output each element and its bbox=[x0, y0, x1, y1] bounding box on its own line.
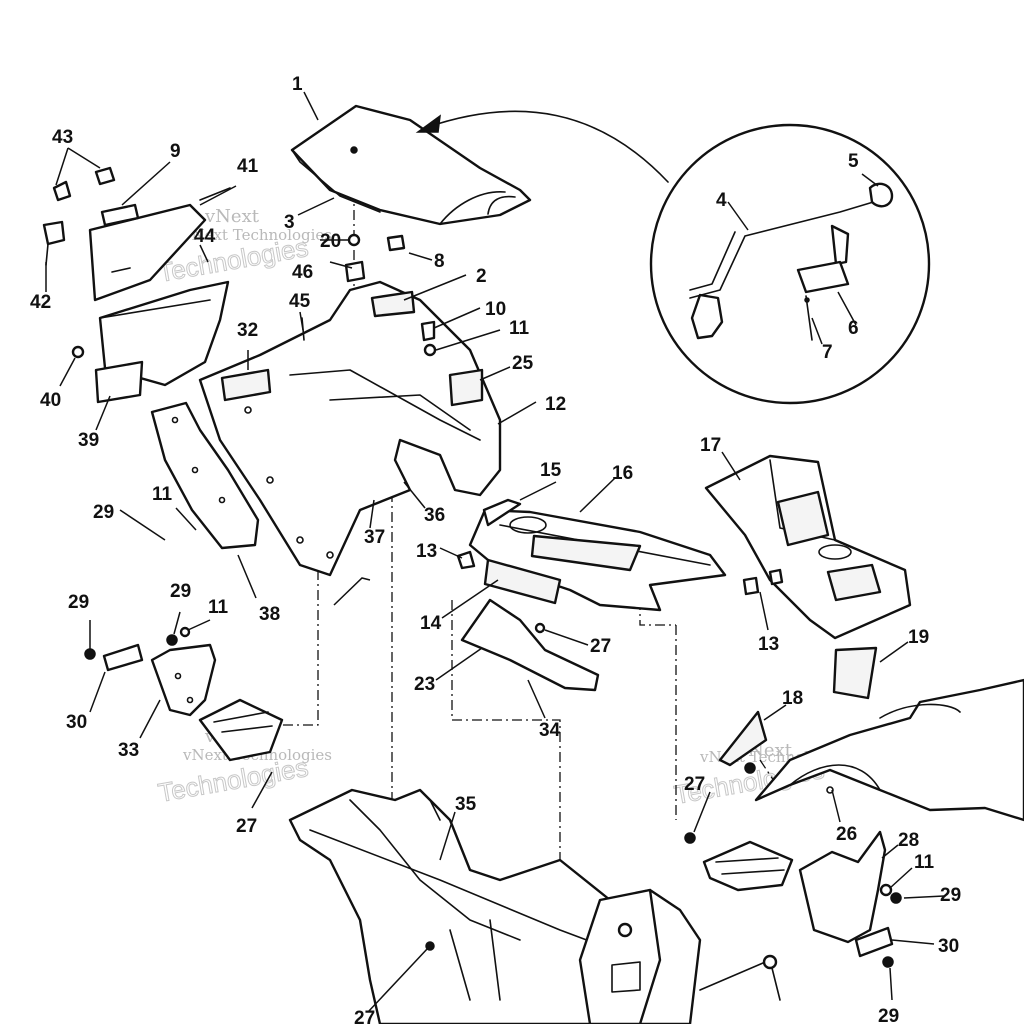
callout-20: 20 bbox=[320, 231, 341, 252]
callout-27-left-footrest: 27 bbox=[236, 816, 257, 837]
callout-12: 12 bbox=[545, 394, 566, 415]
callout-45: 45 bbox=[289, 291, 311, 312]
front-body bbox=[456, 498, 727, 692]
small-fasteners-left bbox=[42, 166, 231, 359]
seat-fasteners bbox=[301, 233, 437, 357]
callout-11-seat: 11 bbox=[509, 318, 530, 339]
callout-3: 3 bbox=[284, 212, 295, 233]
callout-9: 9 bbox=[170, 141, 181, 162]
callout-4: 4 bbox=[716, 190, 727, 211]
callout-5: 5 bbox=[848, 151, 859, 172]
callout-2: 2 bbox=[476, 266, 487, 287]
callout-41: 41 bbox=[237, 156, 259, 177]
fuel-tank-cover bbox=[704, 454, 912, 640]
seat bbox=[290, 104, 532, 226]
callout-16: 16 bbox=[612, 463, 633, 484]
callout-labels: 1 2 3 4 5 6 7 8 9 10 11 11 11 11 12 13 1… bbox=[30, 74, 961, 1024]
callout-43: 43 bbox=[52, 127, 73, 148]
front-fender-right bbox=[718, 646, 1024, 944]
callout-27-frame: 27 bbox=[354, 1008, 375, 1024]
callout-13-right: 13 bbox=[758, 634, 779, 655]
callout-46: 46 bbox=[292, 262, 313, 283]
callout-32: 32 bbox=[237, 320, 258, 341]
callout-23: 23 bbox=[414, 674, 435, 695]
callout-29-flap: 29 bbox=[93, 502, 114, 523]
callout-19: 19 bbox=[908, 627, 929, 648]
callout-1: 1 bbox=[292, 74, 303, 95]
callout-29-right-a: 29 bbox=[940, 885, 961, 906]
mud-flap bbox=[150, 401, 260, 550]
watermark-line: vNext bbox=[204, 206, 260, 227]
callout-10: 10 bbox=[485, 299, 506, 320]
callout-13-left: 13 bbox=[416, 541, 437, 562]
callout-29-left-b: 29 bbox=[170, 581, 191, 602]
callout-38: 38 bbox=[259, 604, 280, 625]
callout-26: 26 bbox=[836, 824, 857, 845]
callout-36: 36 bbox=[424, 505, 445, 526]
callout-29-right-b: 29 bbox=[878, 1006, 899, 1024]
callout-39: 39 bbox=[78, 430, 99, 451]
right-footrest bbox=[684, 762, 902, 968]
callout-14: 14 bbox=[420, 613, 442, 634]
callout-6: 6 bbox=[848, 318, 859, 339]
callout-33: 33 bbox=[118, 740, 139, 761]
frame bbox=[288, 788, 781, 1024]
callout-8: 8 bbox=[434, 251, 445, 272]
leader-lines bbox=[45, 91, 945, 1013]
callout-11-flap: 11 bbox=[152, 484, 173, 505]
callout-44: 44 bbox=[194, 226, 216, 247]
callout-15: 15 bbox=[540, 460, 562, 481]
callout-27-right-fender: 27 bbox=[684, 774, 705, 795]
callout-37: 37 bbox=[364, 527, 385, 548]
watermark-line: vNext Technologies bbox=[182, 226, 332, 244]
left-footrest bbox=[84, 626, 284, 762]
callout-30-left: 30 bbox=[66, 712, 87, 733]
callout-18: 18 bbox=[782, 688, 803, 709]
detail-arrow bbox=[415, 110, 669, 183]
callout-11-footrest-right: 11 bbox=[914, 852, 935, 873]
callout-35: 35 bbox=[455, 794, 477, 815]
battery-tray bbox=[88, 203, 230, 404]
callout-40: 40 bbox=[40, 390, 61, 411]
callout-30-right: 30 bbox=[938, 936, 959, 957]
callout-11-footrest-left: 11 bbox=[208, 597, 229, 618]
callout-42: 42 bbox=[30, 292, 51, 313]
latch-detail-inset bbox=[649, 123, 931, 405]
callout-29-left-a: 29 bbox=[68, 592, 89, 613]
callout-28: 28 bbox=[898, 830, 919, 851]
callout-17: 17 bbox=[700, 435, 721, 456]
rear-fender bbox=[198, 280, 502, 577]
callout-27-front-body: 27 bbox=[590, 636, 611, 657]
callout-34: 34 bbox=[539, 720, 561, 741]
callout-25: 25 bbox=[512, 353, 534, 374]
callout-7: 7 bbox=[822, 342, 833, 363]
